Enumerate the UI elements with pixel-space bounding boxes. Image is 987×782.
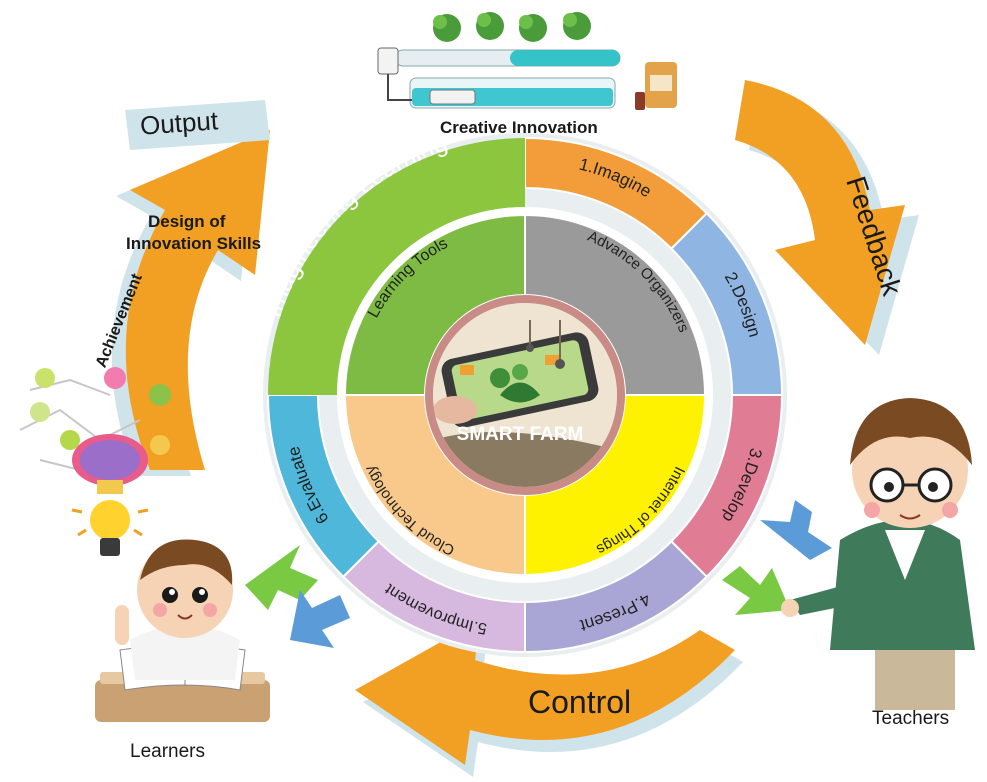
design-skills-line2: Innovation Skills	[126, 234, 262, 253]
creative-innovation-caption: Creative Innovation	[440, 118, 598, 137]
blue-arrow-right-icon	[760, 500, 832, 560]
outer-step-ring	[266, 136, 784, 654]
output-label: Output	[139, 105, 219, 141]
feedback-arrow	[735, 80, 905, 345]
green-arrow-right-icon	[722, 566, 790, 615]
teachers-label: Teachers	[872, 708, 950, 729]
control-label: Control	[528, 684, 632, 720]
brain-lightbulb-illustration	[19, 367, 171, 556]
output-tab	[125, 100, 270, 150]
center-label: SMART FARM	[457, 424, 584, 445]
smart-farm-image	[433, 303, 617, 487]
control-arrow	[355, 620, 735, 765]
learners-label: Learners	[130, 741, 205, 762]
learner-illustration	[95, 539, 270, 722]
green-arrow-left-icon	[245, 545, 318, 610]
inner-tools-ring	[343, 213, 707, 577]
design-skills-line1: Design of	[148, 212, 226, 231]
title-band	[268, 138, 525, 395]
hydroponic-illustration	[377, 12, 677, 110]
teacher-illustration	[781, 398, 975, 710]
blue-arrow-left-icon	[290, 590, 350, 648]
output-arrow	[125, 130, 270, 470]
